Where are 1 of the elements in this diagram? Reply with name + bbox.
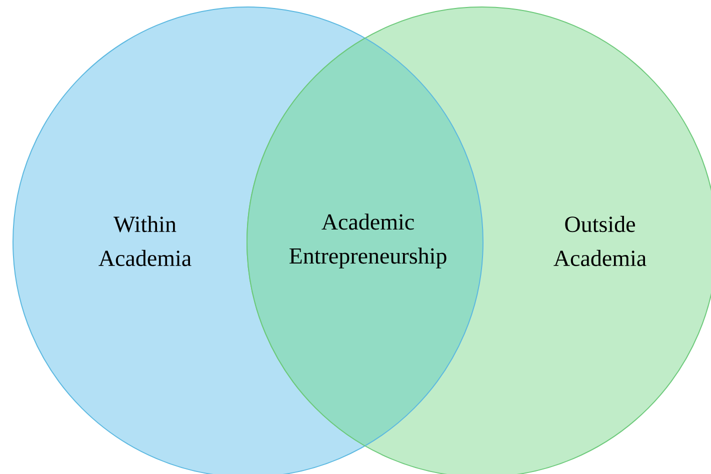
venn-overlap: Academic Entrepreneurship xyxy=(246,7,484,474)
